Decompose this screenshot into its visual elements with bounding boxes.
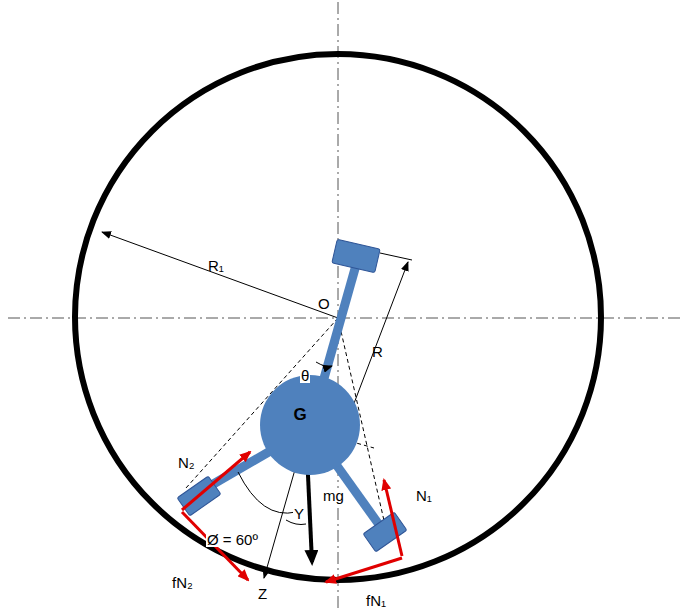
radius-label: R₁ (208, 258, 224, 273)
angle-label: Ø = 60º (206, 532, 259, 547)
force-label: fN₂ (172, 575, 193, 590)
robot-legs (203, 258, 380, 526)
angle-label: Υ (293, 506, 305, 521)
angle-arc (238, 472, 296, 513)
force-label: N₁ (416, 488, 432, 503)
dimension-label: R (372, 344, 383, 359)
wheel-pad (332, 239, 380, 272)
pipe-wall (75, 54, 601, 580)
robot-body: G (260, 375, 360, 475)
axis-label: Z (258, 586, 267, 601)
force-label: mg (322, 488, 345, 503)
force-label: N₂ (178, 455, 195, 470)
angle-arc (316, 362, 332, 367)
center-line (338, 2, 339, 608)
point-label: O (318, 296, 330, 311)
point-label: G (293, 405, 306, 425)
dimension-tick (380, 253, 412, 260)
force-label: fN₁ (366, 593, 386, 608)
radius-arrow (102, 232, 338, 318)
angle-label: θ (300, 368, 310, 383)
